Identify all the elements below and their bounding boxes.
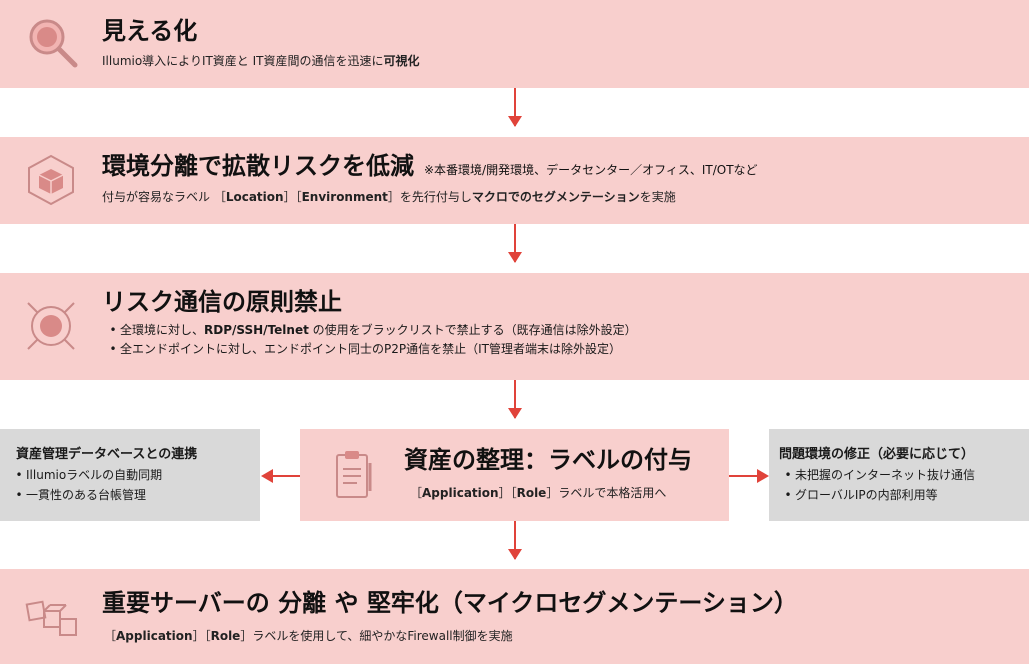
magnifier-icon [29, 19, 78, 68]
flow-arrow-down [508, 224, 522, 263]
step-title: 見える化 [102, 17, 198, 45]
step-description: ［Application］［Role］ラベルを使用して、細やかなFirewall… [104, 629, 513, 643]
step-visibility: 見える化 Illumio導入によりIT資産と IT資産間の通信を迅速に可視化 [0, 0, 1029, 88]
cube-icon [28, 154, 74, 206]
block-target-icon [27, 302, 75, 350]
step-asset-labeling: 資産の整理：ラベルの付与 ［Application］［Role］ラベルで本格活用… [300, 429, 729, 521]
list-item: グローバルIPの内部利用等 [781, 485, 975, 505]
step-environment-separation: 環境分離で拡散リスクを低減※本番環境/開発環境、データセンター／オフィス、IT/… [0, 137, 1029, 224]
step-description: 付与が容易なラベル ［Location］［Environment］を先行付与しマ… [102, 190, 676, 204]
step-title: 重要サーバーの 分離 や 堅牢化（マイクロセグメンテーション） [102, 589, 798, 617]
step-description: ［Application］［Role］ラベルで本格活用へ [410, 486, 667, 500]
step-bullets: 全環境に対し、RDP/SSH/Telnet の使用をブラックリストで禁止する（既… [106, 321, 637, 359]
list-item: Illumioラベルの自動同期 [12, 465, 162, 485]
list-item: 全環境に対し、RDP/SSH/Telnet の使用をブラックリストで禁止する（既… [106, 321, 637, 340]
arrowhead-left-icon [261, 469, 273, 483]
step-title: 資産の整理：ラベルの付与 [404, 446, 692, 474]
flow-arrow-down [508, 380, 522, 419]
step-title: リスク通信の原則禁止 [102, 288, 342, 316]
flow-arrow-left [272, 475, 300, 477]
list-item: 一貫性のある台帳管理 [12, 485, 162, 505]
list-item: 全エンドポイントに対し、エンドポイント同士のP2P通信を禁止（IT管理者端末は除… [106, 340, 637, 359]
side-box-problem-env: 問題環境の修正（必要に応じて） 未把握のインターネット抜け通信 グローバルIPの… [769, 429, 1029, 521]
step-note: ※本番環境/開発環境、データセンター／オフィス、IT/OTなど [424, 163, 758, 177]
side-box-title: 問題環境の修正（必要に応じて） [779, 447, 975, 462]
step-micro-segmentation: 重要サーバーの 分離 や 堅牢化（マイクロセグメンテーション） ［Applica… [0, 569, 1029, 664]
flow-arrow-down [508, 521, 522, 560]
step-risk-traffic-block: リスク通信の原則禁止 全環境に対し、RDP/SSH/Telnet の使用をブラッ… [0, 273, 1029, 380]
flow-arrow-down [508, 88, 522, 127]
side-box-title: 資産管理データベースとの連携 [16, 447, 198, 462]
side-box-asset-db: 資産管理データベースとの連携 Illumioラベルの自動同期 一貫性のある台帳管… [0, 429, 260, 521]
blocks-icon [25, 600, 77, 636]
step-title: 環境分離で拡散リスクを低減※本番環境/開発環境、データセンター／オフィス、IT/… [102, 152, 758, 180]
clipboard-icon [336, 451, 372, 498]
flow-arrow-right [729, 475, 757, 477]
side-box-bullets: Illumioラベルの自動同期 一貫性のある台帳管理 [12, 465, 162, 505]
step-description: Illumio導入によりIT資産と IT資産間の通信を迅速に可視化 [102, 54, 420, 68]
arrowhead-right-icon [757, 469, 769, 483]
side-box-bullets: 未把握のインターネット抜け通信 グローバルIPの内部利用等 [781, 465, 975, 505]
list-item: 未把握のインターネット抜け通信 [781, 465, 975, 485]
